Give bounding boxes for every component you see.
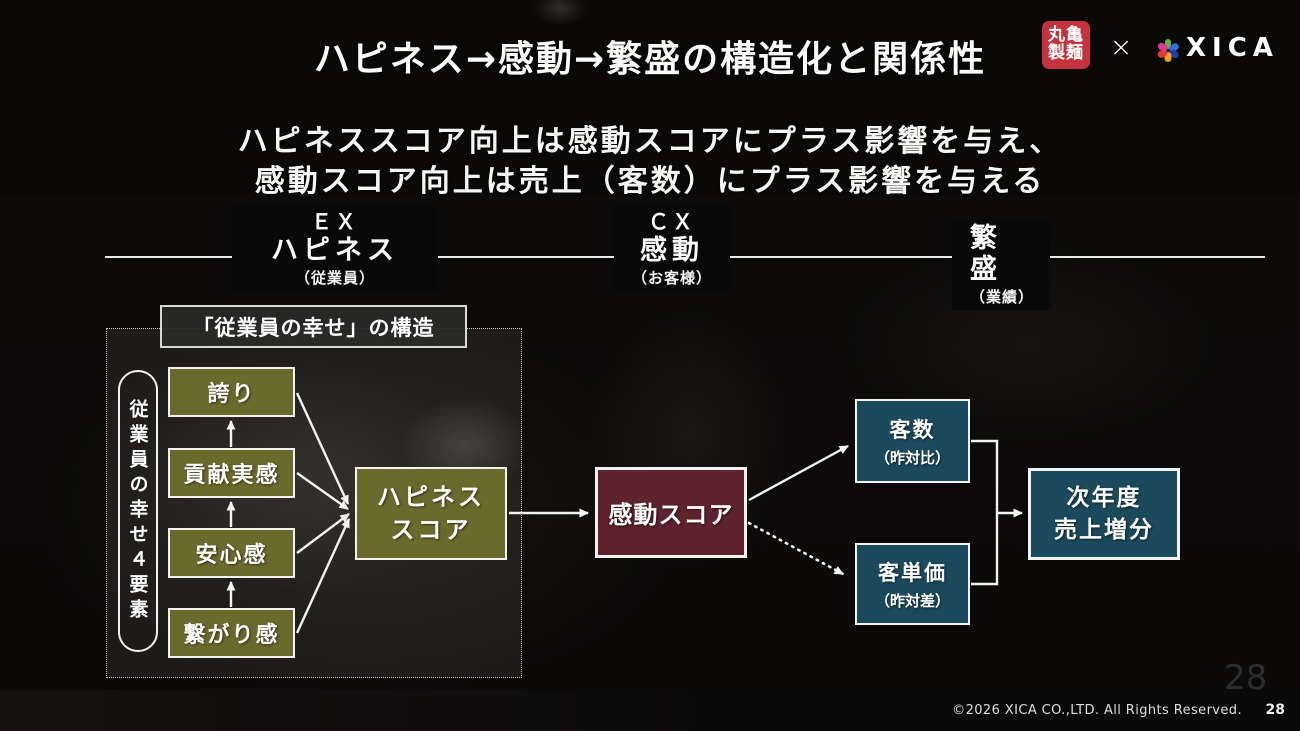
kando-score-box: 感動スコア (595, 467, 747, 558)
customer-count-box: 客数 （昨対比） (855, 399, 970, 483)
next-year-sales-line1: 次年度 (1066, 484, 1142, 511)
employee-happiness-structure-label: 「従業員の幸せ」の構造 (160, 305, 467, 348)
factor-box-pride: 誇り (168, 367, 295, 417)
slide-title: ハピネス→感動→繁盛の構造化と関係性 (313, 39, 987, 80)
spend-per-customer-line2: （昨対差） (874, 592, 950, 610)
xica-wordmark: XICA (1186, 33, 1279, 63)
ghost-page-number: 28 (1224, 658, 1268, 698)
header-hanjo-title: 繁盛 (970, 223, 1002, 286)
header-cx-title: 感動 (640, 235, 704, 267)
spend-per-customer-line1: 客単価 (878, 561, 947, 585)
header-ex-happiness: ＥＸ ハピネス （従業員） (232, 206, 438, 292)
header-cx-kando: ＣＸ 感動 （お客様） (614, 206, 730, 292)
header-hanjo-sub: （業績） (970, 288, 1035, 307)
xica-petal (1164, 38, 1172, 49)
spend-per-customer-box: 客単価 （昨対差） (855, 543, 970, 625)
header-cx-sub: （お客様） (632, 269, 713, 288)
factor-box-contribution: 貢献実感 (168, 448, 295, 498)
xica-flower-icon (1156, 38, 1180, 62)
happiness-score-line2: スコア (390, 515, 472, 544)
four-factors-capsule: 従業員の幸せ４要素 (118, 370, 158, 652)
footer-copyright: ©2026 XICA CO.,LTD. All Rights Reserved. (952, 703, 1242, 718)
next-year-sales-line2: 売上増分 (1054, 517, 1154, 543)
happiness-score-box: ハピネス スコア (355, 467, 507, 560)
background-lantern-glow (520, 0, 600, 45)
subtitle-line2: 感動スコア向上は売上（客数）にプラス影響を与える (254, 164, 1046, 199)
header-ex-tag: ＥＸ (311, 210, 359, 234)
next-year-sales-box: 次年度 売上増分 (1028, 468, 1180, 560)
happiness-score-line1: ハピネス (377, 483, 485, 512)
footer-page-number: 28 (1265, 702, 1285, 718)
marugame-logo-line1: 丸亀 (1048, 25, 1084, 46)
x-separator: × (1109, 32, 1133, 63)
four-factors-capsule-text: 従業員の幸せ４要素 (126, 398, 149, 624)
marugame-logo-line2: 製麺 (1048, 43, 1084, 63)
customer-count-line1: 客数 (889, 418, 936, 442)
marugame-seimen-logo: 丸亀 製麺 (1042, 21, 1090, 69)
subtitle-line1: ハピネススコア向上は感動スコアにプラス影響を与え、 (237, 124, 1063, 159)
header-ex-sub: （従業員） (294, 269, 375, 288)
header-ex-title: ハピネス (271, 235, 399, 267)
factor-box-security: 安心感 (168, 528, 295, 578)
customer-count-line2: （昨対比） (874, 449, 950, 467)
factor-box-connection: 繋がり感 (168, 608, 295, 658)
header-cx-tag: ＣＸ (648, 210, 696, 234)
footer-band (0, 690, 1300, 731)
header-hanjo: 繁盛 （業績） (952, 218, 1050, 311)
